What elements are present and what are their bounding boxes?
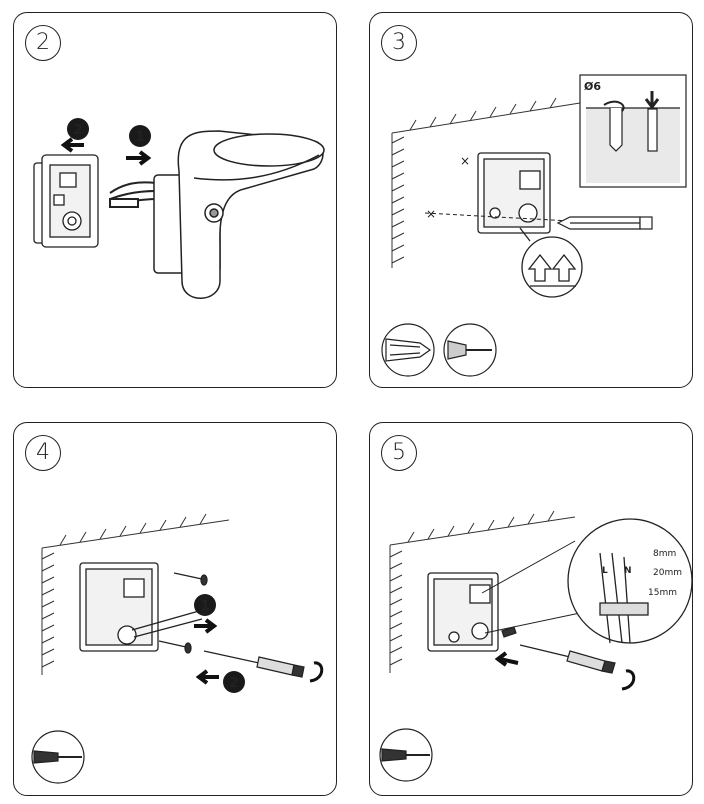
step-number: 2 [25,25,61,61]
screwdriver-tool-circle [379,728,433,782]
badge-1-label: 1 [200,599,209,614]
badge-1 [129,125,151,147]
wall-hatch [389,510,576,673]
step-number: 3 [381,25,417,61]
step-3-illustration: Ø6 × × [381,74,687,377]
badge-2 [223,671,245,693]
badge-2-label: 2 [229,676,238,691]
mount-plate [79,562,203,652]
badge-2 [67,118,89,140]
screw-lower [158,640,192,654]
mounting-box [33,154,99,248]
screwdriver-tool-circle [31,730,85,784]
lamp-fixture [153,130,325,299]
screw-upper [173,572,208,586]
rotate-arrow-icon [621,669,636,691]
step-4-illustration: 1 2 [31,513,324,784]
step-2-illustration: 2 1 [33,118,325,299]
arrow-right-icon [126,150,152,166]
step-5-illustration: L N 8mm 20mm 15mm [379,510,692,782]
mark-x-upper: × [460,154,470,168]
wall-hatch [41,513,230,675]
wire-detail-circle [567,518,692,644]
badge-1-label: 1 [135,130,144,145]
step-number: 4 [25,435,61,471]
pencil-tool-circle [381,323,435,377]
badge-2-label: 2 [73,123,82,138]
badge-1 [194,594,216,616]
up-arrows-badge [519,227,583,298]
drill-inset [579,74,687,188]
screwdriver-icon [519,644,616,674]
arrow-left-icon [195,669,219,685]
wire-label-l: L [602,566,608,576]
wire-label-n: N [624,566,632,576]
mount-plate [477,152,551,234]
step-number: 5 [381,435,417,471]
arrow-left-icon [494,651,519,667]
screwdriver-icon [203,650,305,678]
measurement-15mm: 15mm [648,588,677,598]
step-5-panel: 5 L N 8mm 20mm 15mm [369,422,693,796]
mount-plate [427,572,499,652]
mark-x-lower: × [426,207,436,221]
pencil-icon [556,216,653,230]
measurement-8mm: 8mm [653,549,676,559]
step-4-panel: 4 1 [13,422,337,796]
wall-hatch [391,97,581,268]
step-2-panel: 2 2 1 [13,12,337,388]
small-screw [501,626,517,638]
measurement-20mm: 20mm [653,568,682,578]
step-3-panel: 3 Ø6 × × [369,12,693,388]
arrow-right-icon [194,618,218,634]
arrow-left-icon [60,137,84,153]
drill-size-label: Ø6 [584,80,601,93]
drill-bit-tool-circle [443,323,497,377]
rotate-arrow-icon [309,661,324,683]
